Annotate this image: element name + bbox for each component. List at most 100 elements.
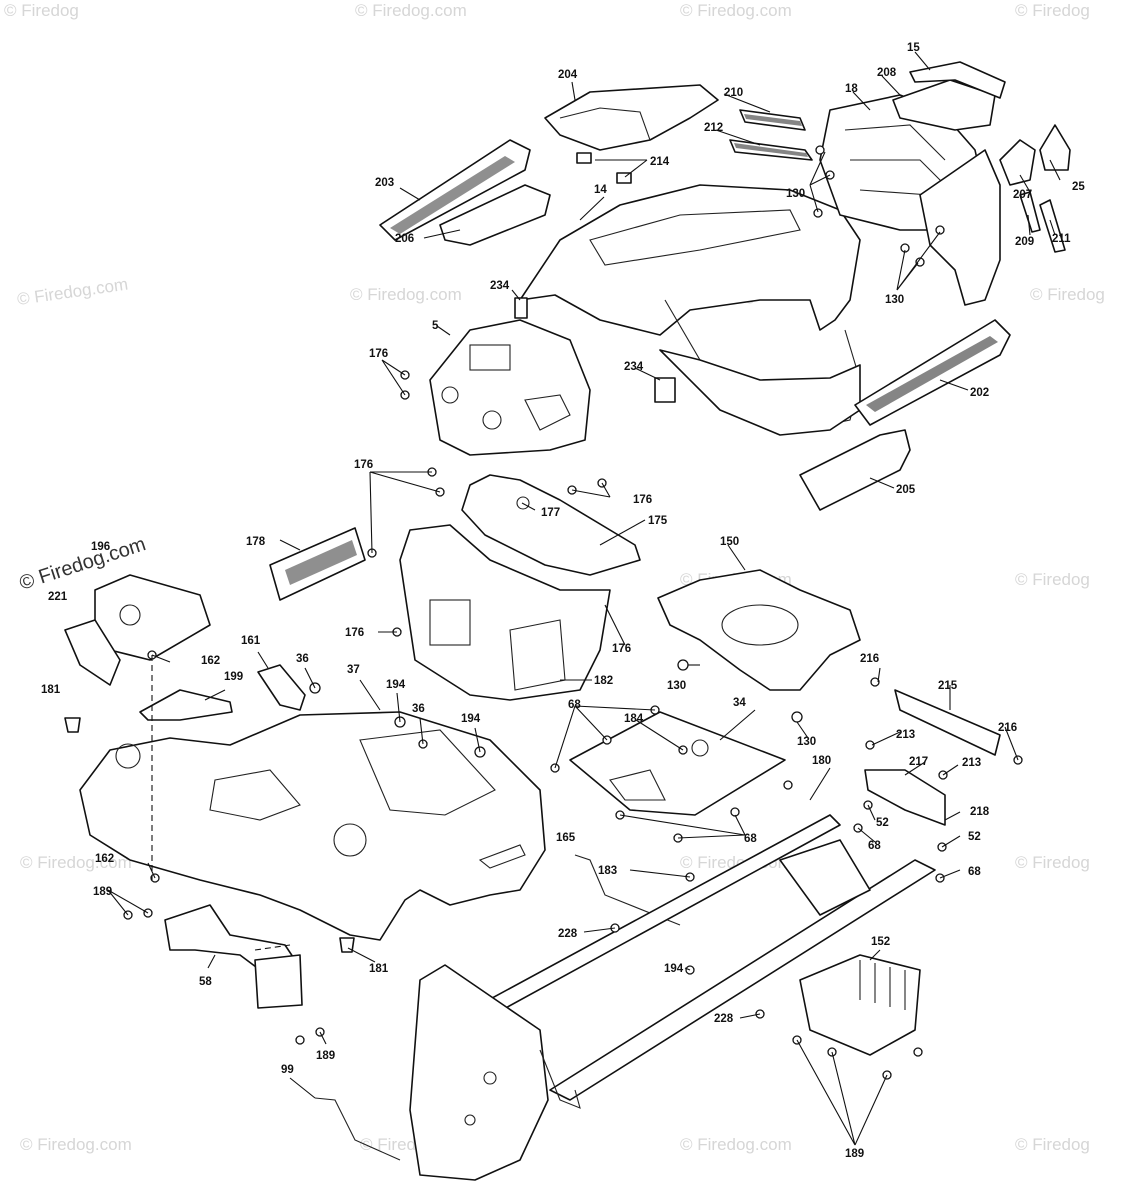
part-14-hood-nose	[659, 349, 861, 436]
watermark: © Firedog.com	[355, 1, 467, 20]
part-side-shell	[919, 149, 1001, 306]
callout-36: 36	[412, 703, 425, 715]
callout-68: 68	[968, 866, 981, 878]
callout-180: 180	[812, 755, 831, 767]
part-175-panel	[461, 474, 641, 576]
callout-209: 209	[1015, 236, 1034, 248]
part-frame-crossmember	[779, 839, 871, 916]
callout-25: 25	[1072, 181, 1085, 193]
part-99-rod	[314, 1097, 401, 1161]
watermark: © Firedog.com	[680, 1, 792, 20]
callout-68: 68	[568, 699, 581, 711]
callout-14: 14	[594, 184, 607, 196]
callout-162: 162	[201, 655, 220, 667]
part-214-clip	[616, 172, 632, 184]
leader-lines	[107, 51, 1061, 1146]
callout-161: 161	[241, 635, 261, 647]
part-199-bracket	[139, 689, 233, 721]
callout-52: 52	[876, 817, 889, 829]
watermark: © Firedog.com	[680, 1135, 792, 1154]
callout-228: 228	[558, 928, 578, 940]
callout-214: 214	[650, 156, 670, 168]
callout-181: 181	[41, 684, 61, 696]
part-34-plate	[569, 711, 786, 816]
part-213-bolt	[865, 740, 875, 750]
callout-162: 162	[95, 853, 114, 865]
callout-18: 18	[845, 83, 858, 95]
part-181-plug	[64, 717, 81, 733]
callout-189: 189	[93, 886, 112, 898]
callout-221: 221	[48, 591, 68, 603]
callout-178: 178	[246, 536, 266, 548]
callout-130: 130	[786, 188, 805, 200]
callout-176: 176	[345, 627, 364, 639]
callout-216: 216	[998, 722, 1017, 734]
part-234-label	[654, 377, 676, 403]
callout-196: 196	[91, 541, 110, 553]
callout-213: 213	[962, 757, 981, 769]
callout-210: 210	[724, 87, 743, 99]
watermark: © Firedog	[1015, 1135, 1090, 1154]
callout-99: 99	[281, 1064, 294, 1076]
callout-150: 150	[720, 536, 739, 548]
callout-181: 181	[369, 963, 389, 975]
part-37-fender	[79, 711, 546, 941]
callout-37: 37	[347, 664, 360, 676]
callout-194: 194	[664, 963, 684, 975]
callout-234: 234	[624, 361, 644, 373]
callout-183: 183	[598, 865, 617, 877]
part-130-screw	[677, 659, 689, 671]
callout-194: 194	[386, 679, 406, 691]
callout-68: 68	[744, 833, 757, 845]
callout-213: 213	[896, 729, 915, 741]
part-217-bracket	[864, 769, 946, 826]
callout-177: 177	[541, 507, 560, 519]
callout-176: 176	[612, 643, 631, 655]
part-215-bracket	[894, 689, 1001, 756]
watermark: © Firedog.com	[350, 285, 462, 304]
part-25-trim	[1039, 124, 1071, 171]
part-204-hood-panel	[544, 84, 719, 151]
callout-152: 152	[871, 936, 890, 948]
frame-plates	[550, 569, 1023, 926]
callout-15: 15	[907, 42, 920, 54]
part-14-hood	[519, 184, 861, 336]
watermark: © Firedog	[1015, 853, 1090, 872]
callout-218: 218	[970, 806, 990, 818]
part-150-shroud	[657, 569, 861, 691]
callout-130: 130	[667, 680, 686, 692]
callout-208: 208	[877, 67, 897, 79]
callout-165: 165	[556, 832, 576, 844]
callout-58: 58	[199, 976, 212, 988]
part-frame-front-plate	[409, 964, 549, 1181]
callout-68: 68	[868, 840, 881, 852]
callout-234: 234	[490, 280, 510, 292]
part-frame-rail-right	[549, 859, 936, 1101]
callout-199: 199	[224, 671, 243, 683]
part-216-bolt	[870, 677, 880, 687]
callout-189: 189	[316, 1050, 335, 1062]
part-207-trim	[999, 139, 1036, 186]
callout-130: 130	[797, 736, 816, 748]
part-182-lower-dash	[399, 524, 611, 701]
bolts-189-box	[792, 1035, 923, 1080]
callout-206: 206	[395, 233, 414, 245]
callout-202: 202	[970, 387, 989, 399]
watermark: © Firedog	[1030, 285, 1105, 304]
watermark: © Firedog	[1015, 1, 1090, 20]
callout-217: 217	[909, 756, 928, 768]
callout-211: 211	[1052, 233, 1071, 245]
part-214-clip	[576, 152, 592, 164]
hood-assembly	[379, 61, 1071, 511]
callout-205: 205	[896, 484, 916, 496]
fender-parts	[64, 574, 546, 1161]
callout-176: 176	[354, 459, 373, 471]
callout-203: 203	[375, 177, 394, 189]
callout-176: 176	[369, 348, 388, 360]
part-206-bracket	[439, 184, 551, 246]
callout-34: 34	[733, 697, 746, 709]
callout-5: 5	[432, 320, 439, 332]
watermark: © Firedog.com	[16, 275, 129, 309]
callout-36: 36	[296, 653, 309, 665]
